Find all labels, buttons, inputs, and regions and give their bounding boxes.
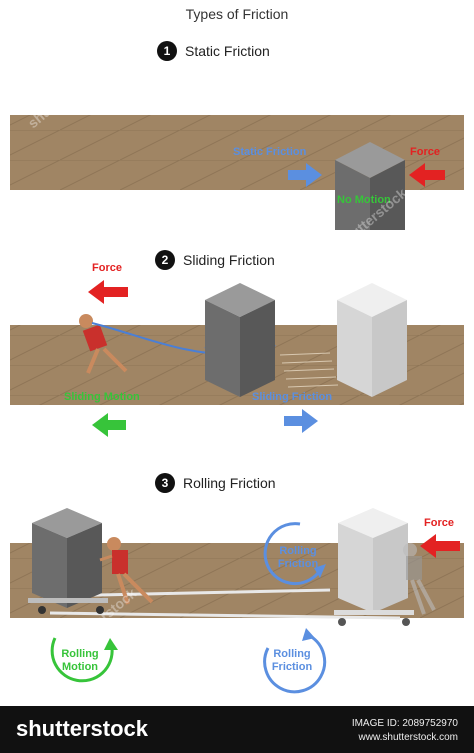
static-friction-arrow bbox=[288, 163, 322, 187]
stone-block bbox=[32, 508, 102, 608]
sliding-friction-illustration bbox=[10, 280, 464, 437]
static-friction-illustration bbox=[10, 115, 464, 230]
site-url: www.shutterstock.com bbox=[358, 732, 458, 743]
wheel bbox=[402, 618, 410, 626]
person-pulling bbox=[79, 314, 128, 374]
force-label: Force bbox=[410, 146, 440, 158]
section-number-badge: 1 bbox=[157, 41, 177, 61]
diagram-title: Types of Friction bbox=[185, 6, 289, 22]
section-1-heading: 1 Static Friction bbox=[157, 41, 270, 61]
ghost-cart bbox=[334, 610, 414, 615]
force-arrow bbox=[88, 280, 128, 304]
section-number-badge: 2 bbox=[155, 250, 175, 270]
force-arrow bbox=[420, 534, 460, 558]
wheel bbox=[338, 618, 346, 626]
track bbox=[49, 611, 401, 620]
section-2-heading: 2 Sliding Friction bbox=[155, 250, 275, 270]
person-pushing bbox=[99, 537, 154, 605]
force-label: Force bbox=[92, 262, 122, 274]
cart bbox=[28, 598, 108, 603]
footer-bar: shutterstock IMAGE ID: 2089752970 www.sh… bbox=[0, 706, 474, 753]
sliding-friction-label: Sliding Friction bbox=[252, 391, 333, 403]
rolling-motion-circle bbox=[50, 637, 118, 683]
sliding-motion-arrow bbox=[92, 413, 126, 437]
force-arrow bbox=[409, 163, 445, 187]
sliding-friction-arrow bbox=[284, 409, 318, 433]
section-title: Sliding Friction bbox=[183, 252, 275, 268]
section-number-badge: 3 bbox=[155, 473, 175, 493]
rolling-friction-circle bbox=[263, 522, 326, 586]
rolling-friction-illustration bbox=[10, 508, 464, 694]
wheel bbox=[38, 606, 46, 614]
image-id: IMAGE ID: 2089752970 bbox=[351, 718, 458, 729]
ghost-block bbox=[337, 283, 407, 397]
section-3-heading: 3 Rolling Friction bbox=[155, 473, 276, 493]
section-title: Rolling Friction bbox=[183, 475, 276, 491]
stone-block bbox=[335, 142, 405, 230]
ghost-block bbox=[338, 508, 408, 613]
friction-scratches bbox=[279, 352, 339, 388]
shutterstock-logo: shutterstock bbox=[16, 716, 149, 741]
force-label: Force bbox=[424, 517, 454, 529]
wheel bbox=[96, 606, 104, 614]
sliding-motion-label: Sliding Motion bbox=[64, 391, 140, 403]
static-friction-label: Static Friction bbox=[233, 146, 307, 158]
no-motion-label: No Motion bbox=[337, 194, 391, 206]
stone-block bbox=[205, 283, 275, 397]
ghost-person bbox=[403, 543, 436, 615]
section-title: Static Friction bbox=[185, 43, 270, 59]
rolling-friction-circle bbox=[263, 628, 327, 694]
